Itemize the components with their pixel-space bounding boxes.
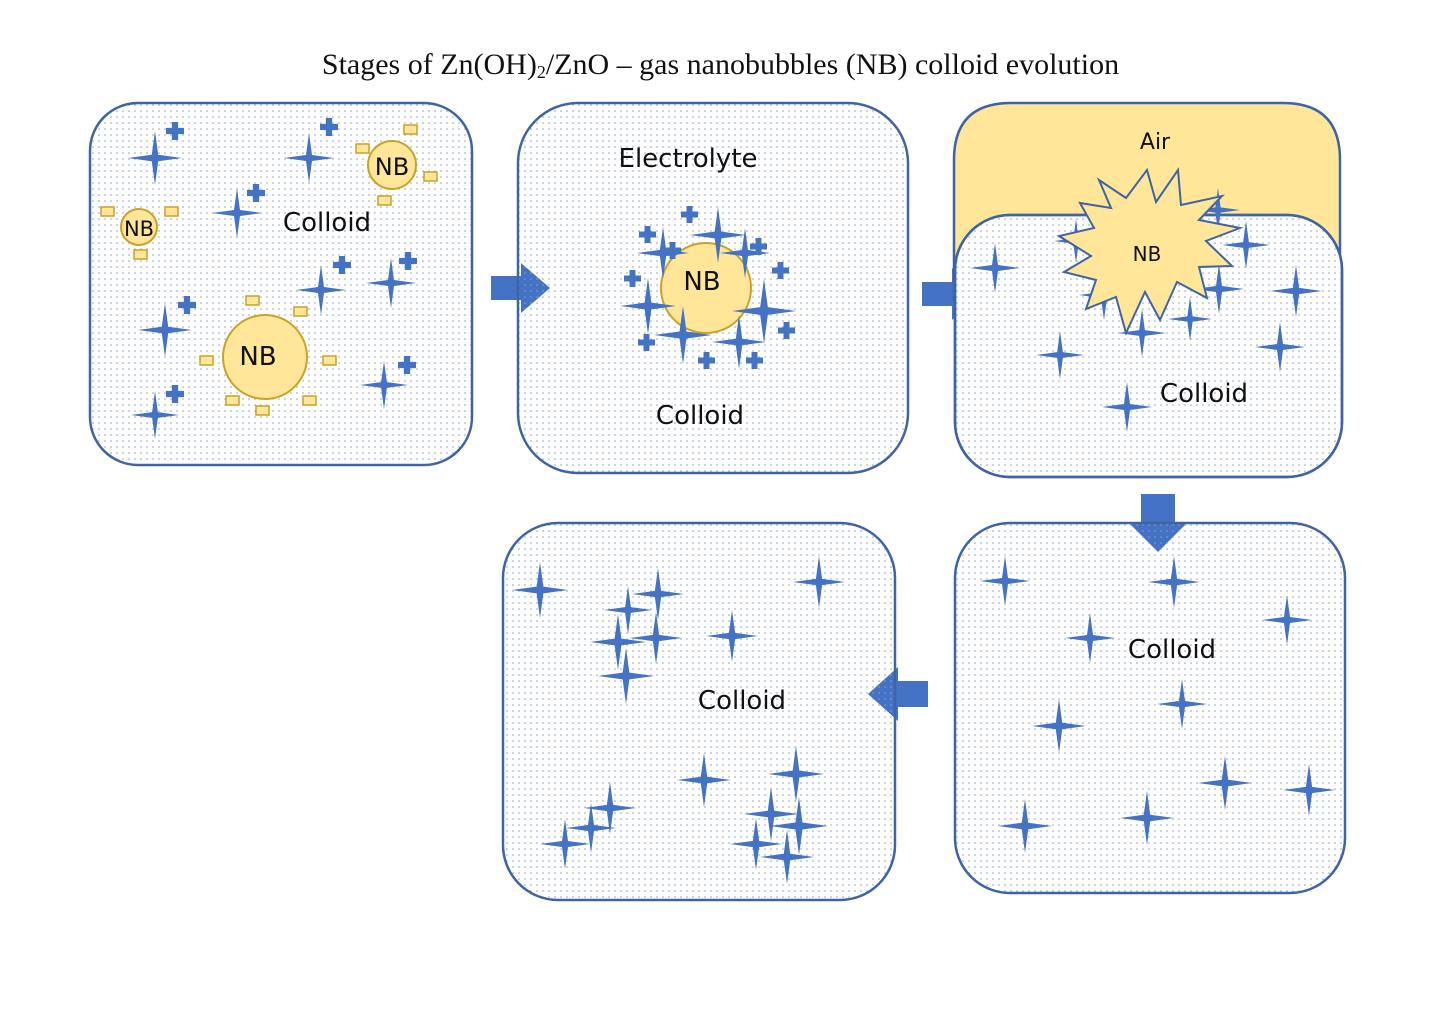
panel-1-small-bubble-top — [355, 124, 438, 206]
panel-1-large-bubble — [199, 295, 337, 416]
surface-charge-tab — [423, 171, 438, 182]
nanobubble — [222, 314, 308, 400]
panel-2-electrolyte: Electrolyte NB Colloid — [516, 101, 910, 475]
nanobubble — [120, 208, 158, 246]
title-subscript: 2 — [536, 62, 546, 82]
panel-2-nb-label: NB — [683, 267, 720, 297]
bursting-nanobubble — [1056, 167, 1244, 336]
surface-charge-tab — [322, 355, 337, 366]
surface-charge-tab — [245, 295, 260, 306]
panel-2-colloid-label: Colloid — [656, 401, 744, 431]
panel-1-box — [88, 101, 474, 467]
panel-4-colloid-label: Colloid — [1128, 635, 1216, 665]
diagram-title: Stages of Zn(OH)2/ZnO – gas nanobubbles … — [0, 48, 1441, 83]
panel-1-small-bubble-left — [100, 206, 179, 260]
surface-charge-tab — [355, 143, 370, 154]
panel-3-air-label: Air — [1140, 130, 1171, 155]
surface-charge-tab — [255, 405, 270, 416]
panel-5-colloid-label: Colloid — [698, 686, 786, 716]
panel-3-air-interface: Air NB Colloid — [952, 101, 1344, 479]
surface-charge-tab — [302, 395, 317, 406]
panel-2-electrolyte-label: Electrolyte — [619, 144, 758, 174]
surface-charge-tab — [403, 124, 418, 135]
panel-3-nb-label: NB — [1133, 242, 1162, 266]
surface-charge-tab — [133, 249, 148, 260]
surface-charge-tab — [199, 355, 214, 366]
surface-charge-tab — [293, 306, 308, 317]
surface-charge-tab — [377, 195, 392, 206]
panel-1-nb-label-left: NB — [124, 217, 154, 241]
panel-1-colloid-label: Colloid — [283, 208, 371, 238]
panel-4-box — [953, 521, 1347, 895]
surface-charge-tab — [100, 206, 115, 217]
title-prefix: Stages of Zn(OH) — [321, 48, 537, 81]
panel-1-initial-colloid: Colloid NB NB NB — [88, 101, 474, 467]
nanobubble — [367, 140, 417, 190]
panel-1-nb-label-large: NB — [239, 342, 276, 372]
panel-5-aggregated-colloid: Colloid — [501, 521, 897, 902]
panel-3-colloid-label: Colloid — [1160, 379, 1248, 409]
surface-charge-tab — [164, 206, 179, 217]
surface-charge-tab — [225, 395, 240, 406]
panel-4-dispersed-colloid: Colloid — [953, 521, 1347, 895]
panel-1-nb-label-top: NB — [375, 153, 409, 181]
title-suffix: /ZnO – gas nanobubbles (NB) colloid evol… — [545, 48, 1120, 81]
